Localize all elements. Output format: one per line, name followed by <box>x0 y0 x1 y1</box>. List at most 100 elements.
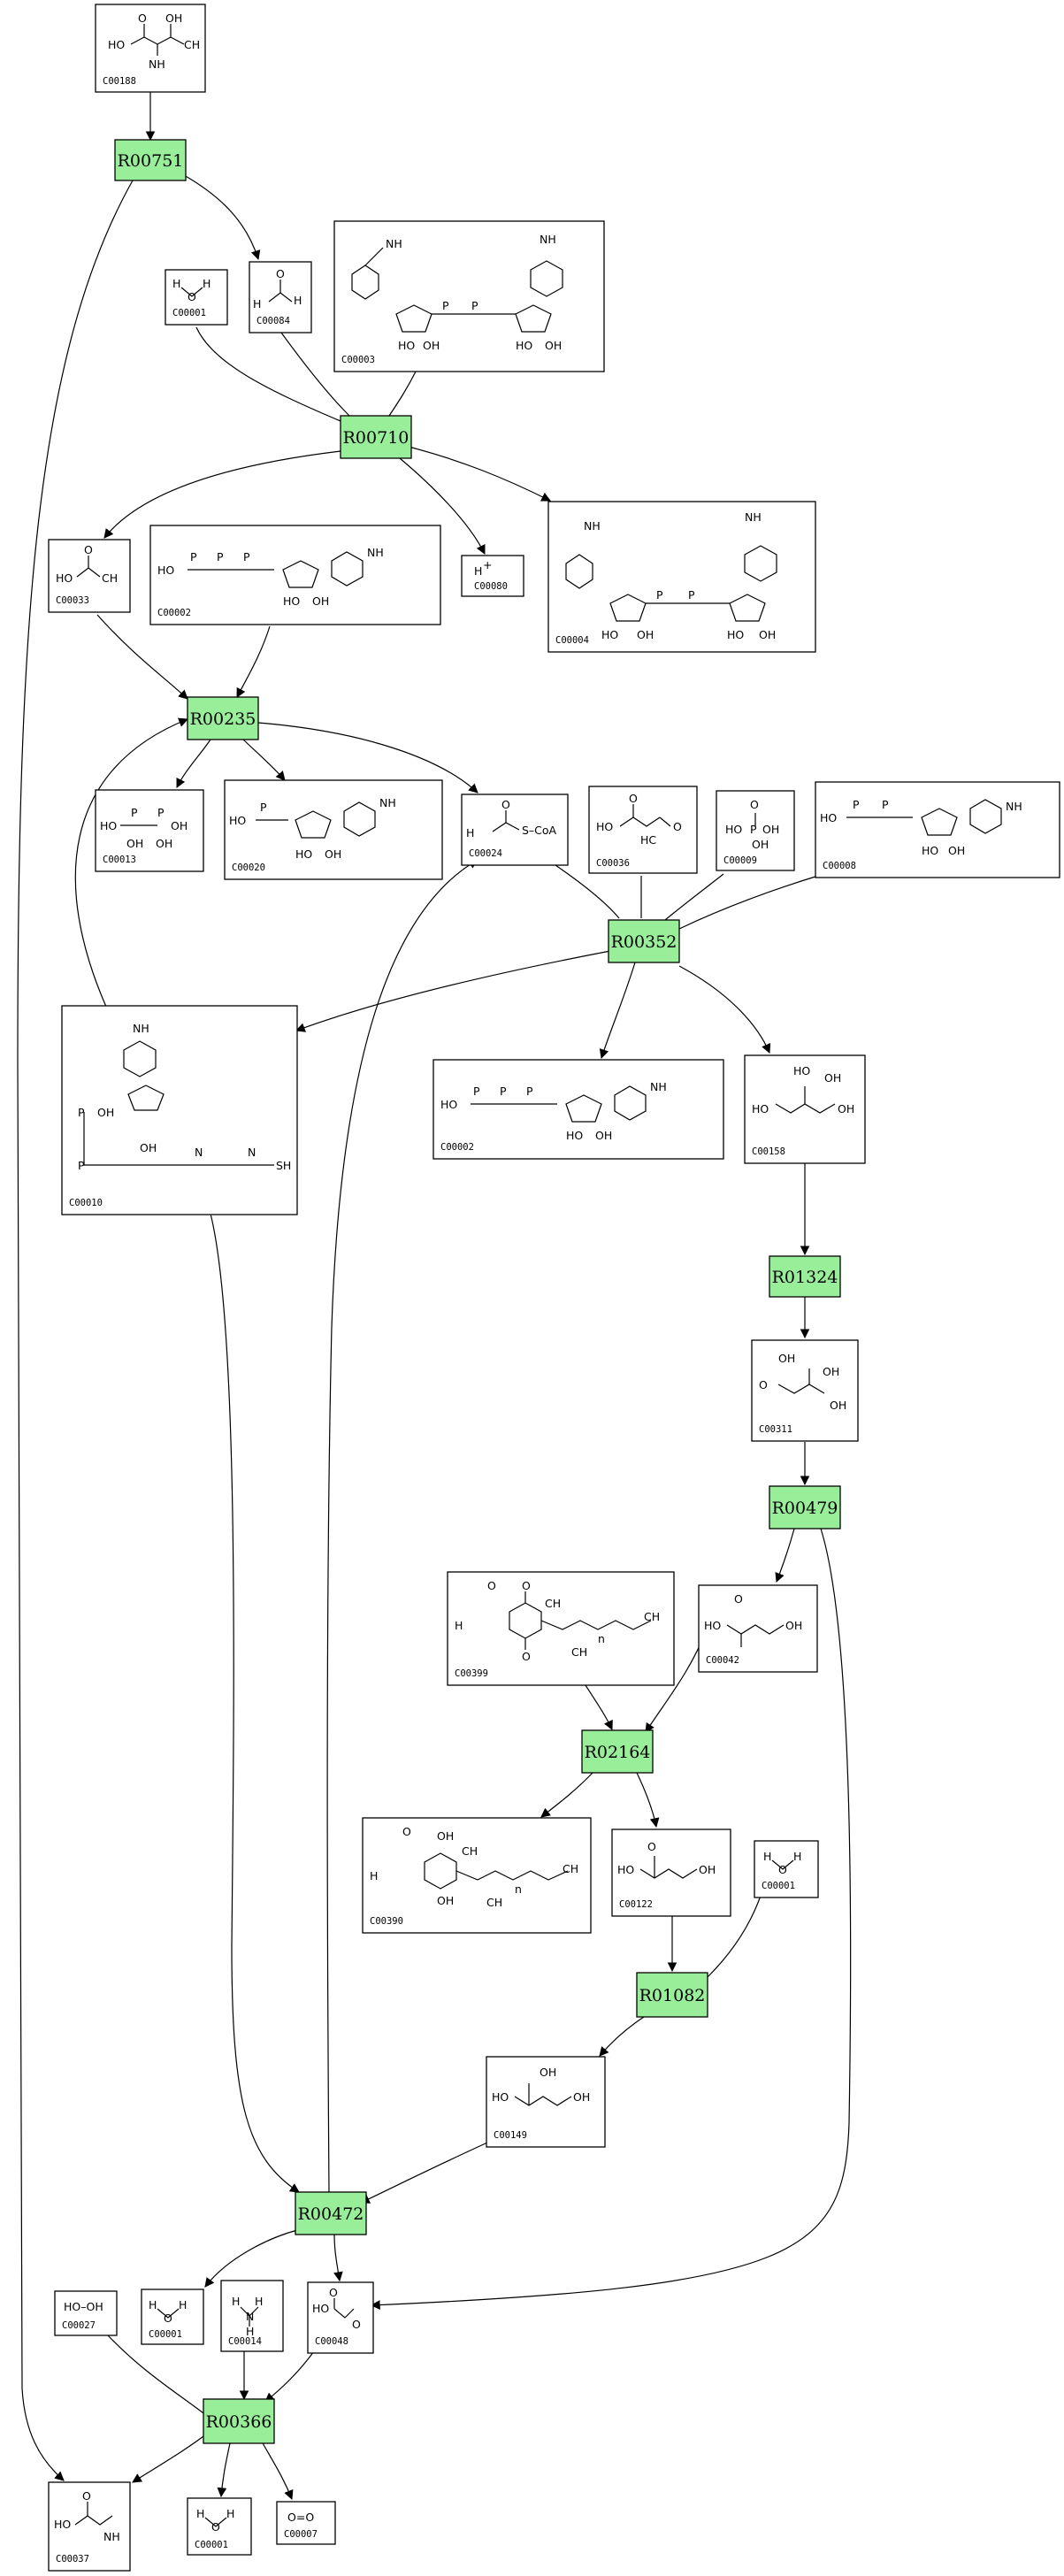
compound-c00007[interactable]: O=O C00007 <box>276 2501 336 2545</box>
atom-label: O <box>734 1592 743 1606</box>
atom-label: OH <box>838 1102 854 1116</box>
compound-c00001-a[interactable]: H O H C00001 <box>165 269 228 326</box>
atom-label: HO <box>100 819 117 832</box>
atom-label: H <box>246 2325 254 2338</box>
atom-label: OH <box>759 628 776 641</box>
reaction-r02164[interactable]: R02164 <box>581 1729 654 1774</box>
compound-c00122[interactable]: O HO OH C00122 <box>611 1828 731 1917</box>
compound-c00014[interactable]: H H N H C00014 <box>220 2280 284 2352</box>
edge-r00710-c00004 <box>408 446 551 502</box>
atom-label: O=O <box>287 2511 314 2524</box>
compound-c00149[interactable]: OH HO OH C00149 <box>486 2056 606 2148</box>
reaction-r00472[interactable]: R00472 <box>295 2191 367 2235</box>
atom-label: HC <box>640 833 656 847</box>
compound-c00048[interactable]: O HO O C00048 <box>307 2281 374 2354</box>
compound-c00003-a[interactable]: NH NH P P HO OH HO OH C00003 <box>333 220 605 372</box>
atom-label: H <box>232 2295 240 2308</box>
compound-c00020[interactable]: HO P NH HO OH C00020 <box>224 779 443 880</box>
atom-label: H <box>196 2507 204 2520</box>
reaction-r01324[interactable]: R01324 <box>769 1255 841 1298</box>
atom-label: CH <box>184 38 200 51</box>
atom-label: OH <box>948 844 965 857</box>
compound-c00158[interactable]: HO OH HO OH C00158 <box>744 1054 866 1164</box>
compound-label: C00311 <box>759 1424 792 1435</box>
compound-label: C00001 <box>172 308 206 318</box>
compound-c00311[interactable]: OH OH O OH C00311 <box>751 1339 859 1442</box>
compound-c00004[interactable]: NH NH P P HO OH HO OH C00004 <box>547 501 816 653</box>
atom-label: OH <box>823 1365 839 1378</box>
compound-c00390[interactable]: O OH CH H OH n CH CH C00390 <box>362 1817 592 1934</box>
atom-label: OH <box>637 628 654 641</box>
compound-c00399[interactable]: O O CH H O n CH CH C00399 <box>447 1571 675 1686</box>
reaction-r00751[interactable]: R00751 <box>114 139 187 181</box>
compound-c00036[interactable]: O HO O HC C00036 <box>588 786 698 874</box>
reaction-r00366[interactable]: R00366 <box>203 2398 275 2444</box>
atom-label: H <box>253 297 261 310</box>
atom-label: H <box>793 1850 801 1863</box>
atom-label: HO <box>312 2302 329 2315</box>
compound-c00009[interactable]: O HO P OH OH C00009 <box>716 790 795 871</box>
atom-label: OH <box>595 1129 612 1142</box>
atom-label: P <box>750 823 757 836</box>
edge-r00472-c00024 <box>326 859 478 2193</box>
edge-c00008-r00352 <box>678 875 819 930</box>
atom-label: O <box>352 2318 361 2331</box>
edge-r00235-c00020 <box>242 739 286 781</box>
compound-label: C00390 <box>370 1916 403 1927</box>
reaction-r00352[interactable]: R00352 <box>608 919 680 963</box>
atom-label: O <box>82 2489 91 2503</box>
reaction-label: R00479 <box>772 1499 838 1518</box>
compound-c00010[interactable]: NH P OH P OH N N SH C00010 <box>61 1005 298 1215</box>
reaction-r00710[interactable]: R00710 <box>340 415 412 459</box>
atom-label: O <box>188 290 196 303</box>
compound-label: C00002 <box>157 608 191 618</box>
compound-c00001-c[interactable]: H O H C00001 <box>141 2288 204 2345</box>
atom-label: OH <box>437 1829 454 1843</box>
atom-label: OH <box>140 1141 157 1154</box>
compound-label: C00080 <box>474 581 508 592</box>
atom-label: H <box>763 1850 771 1863</box>
atom-label: OH <box>699 1863 716 1876</box>
compound-c00008[interactable]: HO P P NH HO OH C00008 <box>815 781 1060 878</box>
atom-label: P <box>688 588 695 602</box>
compound-c00013[interactable]: HO P P OH OH OH C00013 <box>95 789 204 872</box>
compound-c00002-a[interactable]: HO P P P NH HO OH C00002 <box>149 525 441 625</box>
edge-r00235-c00013 <box>176 739 211 788</box>
compound-c00001-b[interactable]: H O H C00001 <box>754 1840 819 1898</box>
compound-c00188[interactable]: O OH HO CH NH C00188 <box>95 4 206 93</box>
atom-label: HO <box>752 1102 769 1116</box>
compound-c00080[interactable]: H + C00080 <box>461 555 524 597</box>
edge-c00001-r00710 <box>195 326 341 422</box>
atom-label: HO <box>727 628 744 641</box>
atom-label: OH <box>325 847 341 861</box>
edge-r02164-c00122 <box>636 1772 660 1828</box>
compound-c00042[interactable]: O HO OH C00042 <box>698 1584 818 1673</box>
atom-label: O <box>629 792 638 805</box>
reaction-r01082[interactable]: R01082 <box>636 1972 708 2018</box>
atom-label: OH <box>762 823 779 836</box>
compound-label: C00020 <box>232 862 265 873</box>
atom-label: HO <box>617 1863 634 1876</box>
compound-c00033[interactable]: O HO CH C00033 <box>48 539 131 613</box>
atom-label: O <box>759 1378 768 1392</box>
atom-label: P <box>442 299 449 312</box>
atom-label: CH <box>644 1610 660 1623</box>
compound-label: C00004 <box>555 635 589 646</box>
atom-label: HO <box>440 1098 457 1111</box>
reaction-r00479[interactable]: R00479 <box>769 1485 841 1530</box>
compound-c00084[interactable]: O H H C00084 <box>249 261 312 334</box>
compound-c00024[interactable]: O H S–CoA C00024 <box>461 794 569 866</box>
reaction-layer: R00751 R00710 R00235 R00352 R01324 R0047… <box>114 139 841 2444</box>
compound-c00001-d[interactable]: H O H C00001 <box>187 2497 252 2556</box>
atom-label: H <box>255 2295 263 2308</box>
compound-c00037[interactable]: O HO NH C00037 <box>48 2481 131 2572</box>
reaction-r00235[interactable]: R00235 <box>187 696 259 740</box>
atom-label: O <box>84 543 93 556</box>
atom-label: n <box>515 1882 522 1896</box>
edge-c00048-r00366 <box>264 2350 315 2403</box>
compound-c00027[interactable]: HO–OH C00027 <box>54 2290 118 2336</box>
compound-c00002-b[interactable]: HO P P P NH HO OH C00002 <box>432 1059 724 1160</box>
atom-label: O <box>778 1863 787 1876</box>
atom-label: NH <box>103 2530 120 2543</box>
edge-layer <box>17 50 852 2501</box>
